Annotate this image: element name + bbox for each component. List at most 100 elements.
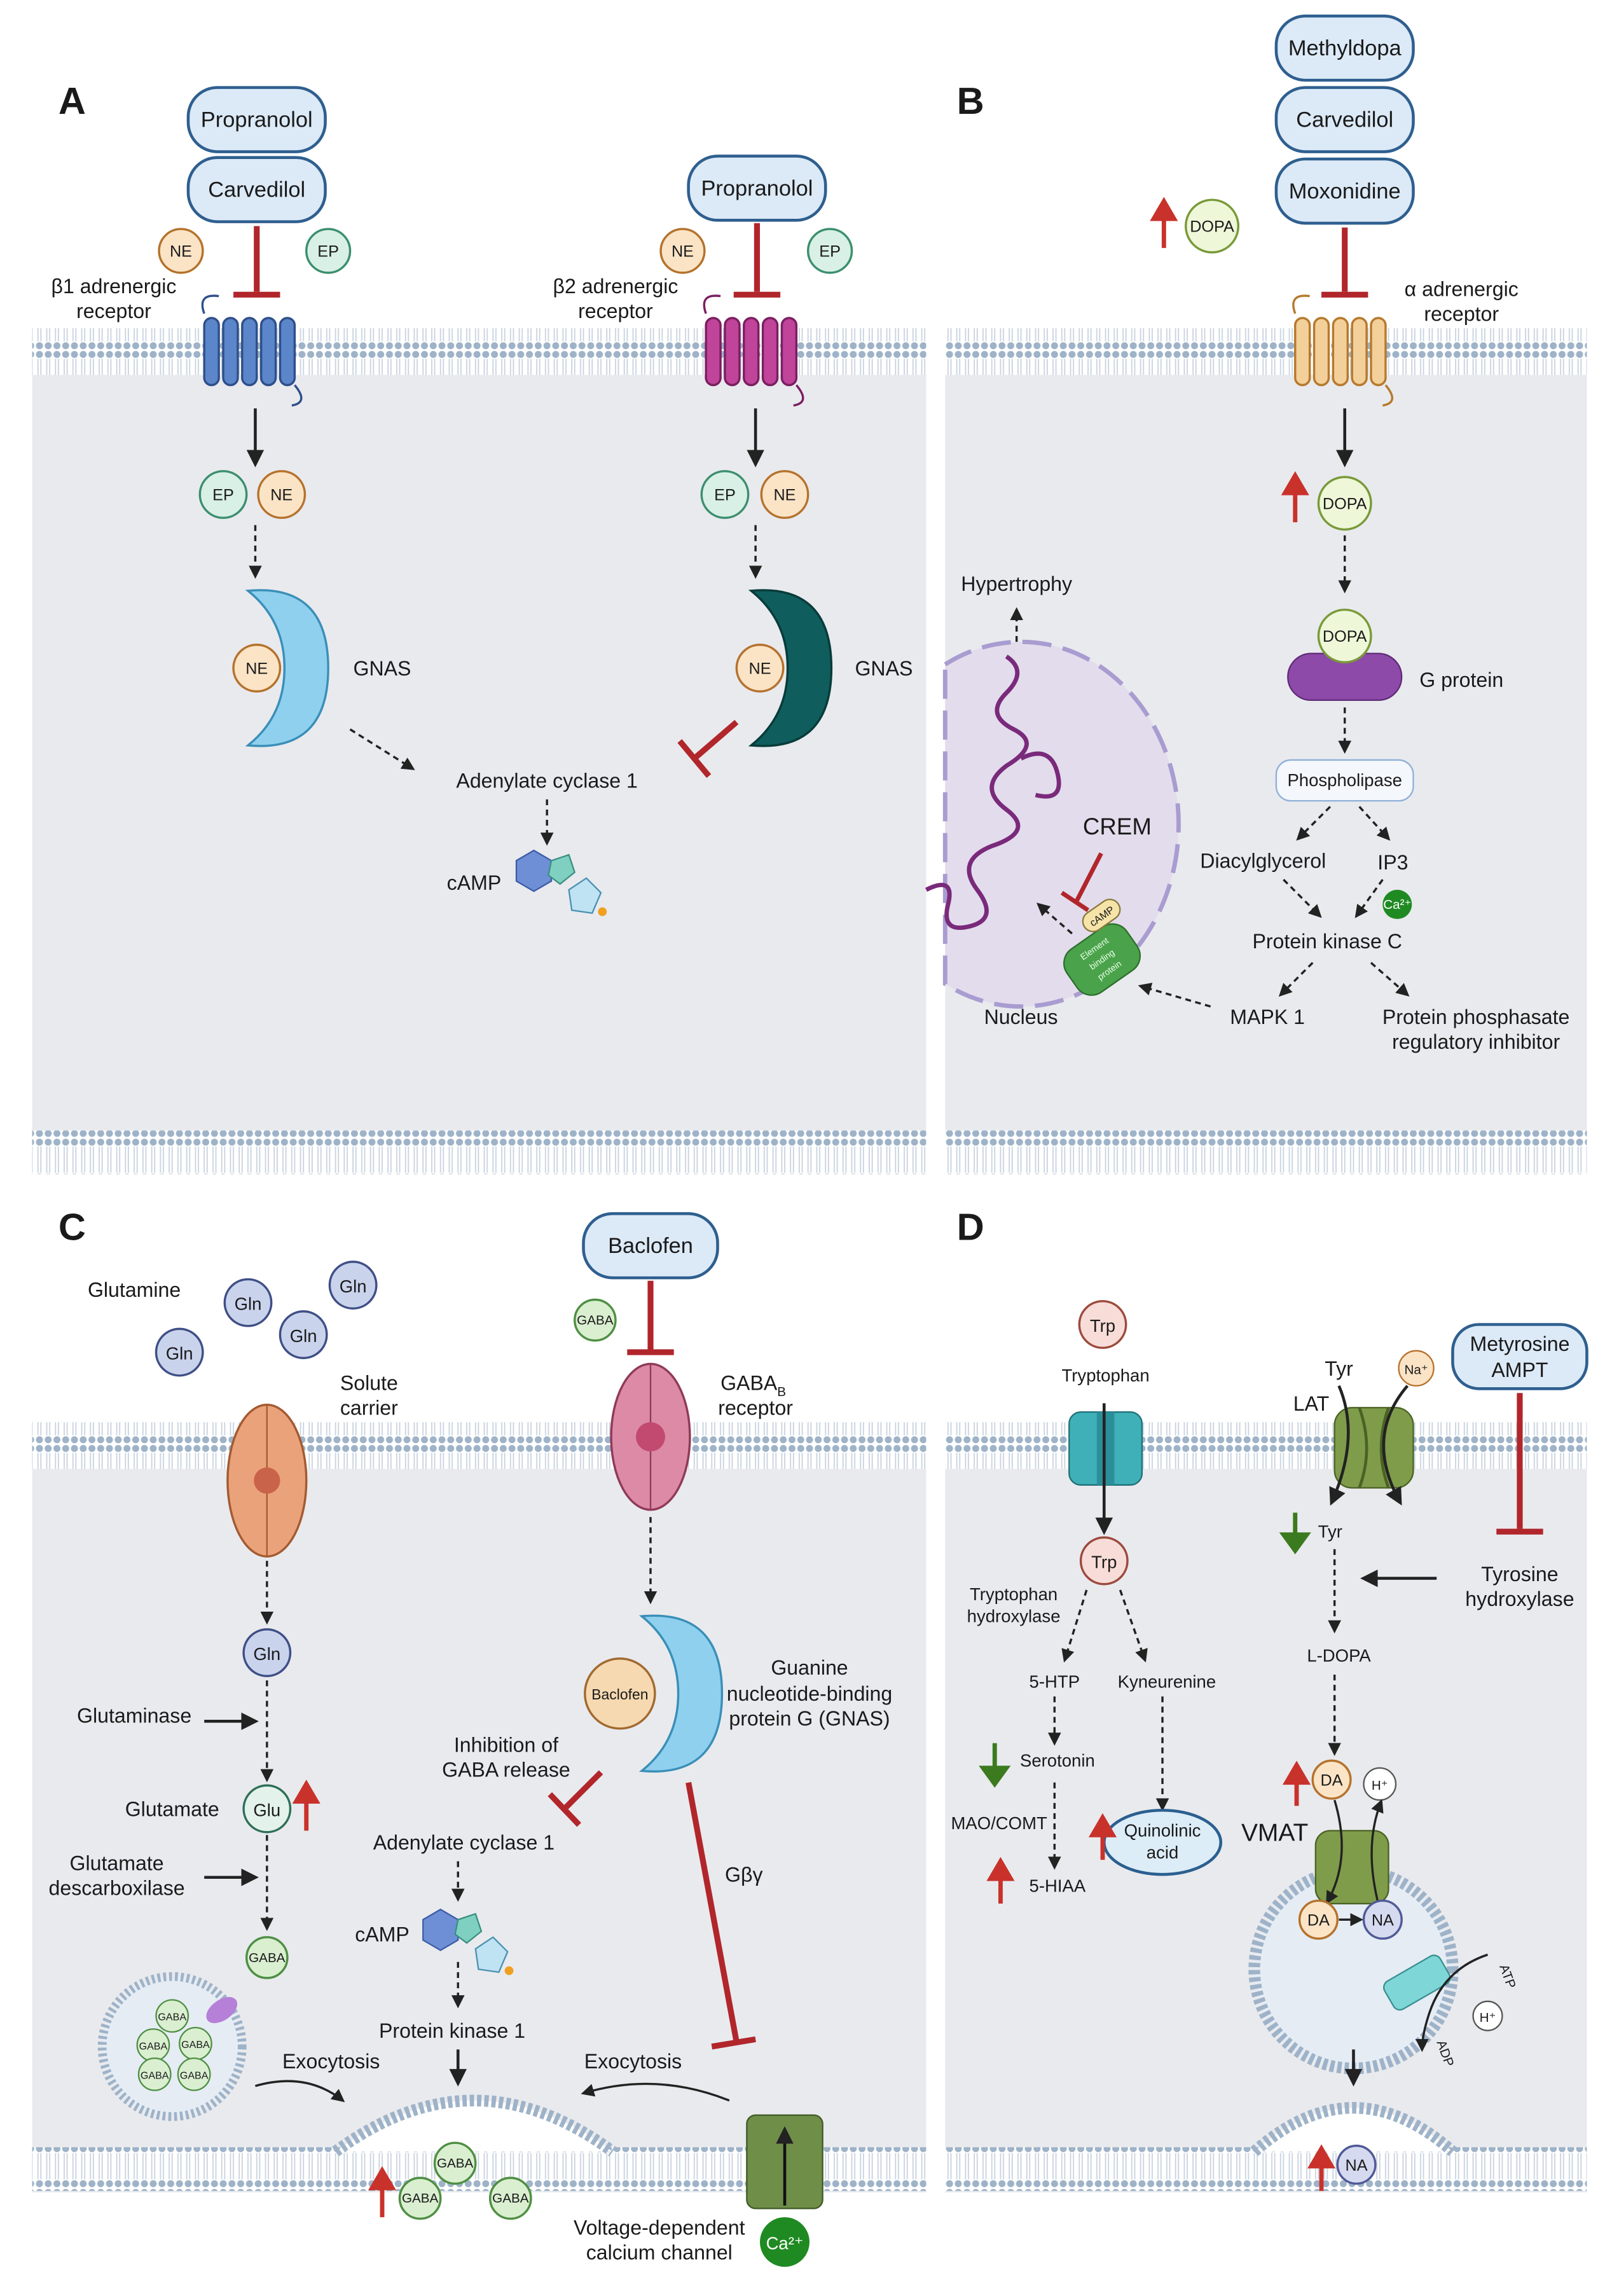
arrow — [1329, 1385, 1350, 1506]
svg-text:NE: NE — [245, 660, 268, 678]
hypertrophy-label: Hypertrophy — [961, 572, 1072, 595]
svg-text:EP: EP — [819, 243, 841, 261]
svg-text:Propranolol: Propranolol — [701, 176, 813, 200]
panel-b-cell — [945, 328, 1587, 1175]
svg-text:Ca²⁺: Ca²⁺ — [766, 2234, 804, 2253]
exocytosis-label-c: Exocytosis — [584, 2050, 682, 2073]
inhibition-bar — [1321, 227, 1368, 298]
arrow — [581, 2082, 730, 2102]
adenylate-cyclase-label: Adenylate cyclase 1 — [456, 770, 637, 792]
gaba-molecule: GABA — [136, 2028, 170, 2062]
na-molecule: NA — [1362, 1899, 1403, 1940]
decrease-arrow-icon — [1279, 1512, 1311, 1554]
svg-text:Gln: Gln — [235, 1294, 262, 1314]
camp-label: cAMP — [447, 871, 502, 894]
arrow — [1382, 1385, 1409, 1506]
panel-letter-d: D — [957, 1205, 984, 1248]
glutamine-label: Glutamine — [88, 1278, 181, 1301]
glutamate-label: Glutamate — [125, 1797, 219, 1820]
gaba-molecule: GABA — [137, 2057, 172, 2091]
inhibition-bar — [233, 226, 280, 298]
arrow — [1415, 1953, 1489, 2052]
panel-a-cell — [32, 328, 927, 1175]
svg-text:GABA: GABA — [577, 1313, 614, 1328]
arrow — [1370, 1799, 1384, 1904]
svg-text:Gln: Gln — [290, 1326, 317, 1346]
panel-d-cell — [945, 1422, 1587, 2193]
drug-moxonidine: Moxonidine — [1274, 157, 1415, 225]
inhibition-bar — [1060, 852, 1103, 913]
ep-molecule: EP — [198, 470, 248, 519]
gln-molecule: Gln — [242, 1628, 292, 1677]
svg-text:GABA: GABA — [249, 1951, 286, 1965]
beta2-receptor-label: β2 adrenergic — [553, 275, 679, 298]
svg-text:Gln: Gln — [166, 1344, 193, 1364]
svg-text:NE: NE — [170, 243, 192, 261]
mapk1-label: MAPK 1 — [1230, 1006, 1305, 1028]
ne-molecule: NE — [659, 228, 706, 274]
sodium-ion: Na⁺ — [1398, 1350, 1435, 1387]
glutaminase-label: Glutaminase — [77, 1705, 191, 1727]
inhibition-bar — [1496, 1393, 1543, 1535]
calcium-channel-icon — [746, 2114, 823, 2210]
svg-text:DOPA: DOPA — [1323, 628, 1367, 646]
vdcc-label: Voltage-dependent — [574, 2216, 745, 2239]
inhibition-bar — [677, 719, 739, 778]
adenylate-cyclase-label-c: Adenylate cyclase 1 — [373, 1831, 555, 1854]
tyrosine-hydroxylase-label: Tyrosine — [1481, 1563, 1558, 1586]
ne-molecule: NE — [760, 470, 810, 519]
svg-text:Methyldopa: Methyldopa — [1288, 36, 1402, 60]
serotonin-label: Serotonin — [1020, 1750, 1095, 1770]
dashed-arrow — [1119, 1589, 1148, 1663]
gbg-label: Gβγ — [725, 1864, 762, 1886]
trp-molecule: Trp — [1078, 1300, 1127, 1349]
ep-molecule: EP — [806, 228, 853, 274]
inhibition-bar — [548, 1770, 603, 1827]
exocytosis-membrane — [332, 2094, 616, 2157]
gaba-molecule: GABA — [179, 2026, 212, 2061]
svg-text:Baclofen: Baclofen — [608, 1234, 693, 1258]
da-molecule: DA — [1311, 1759, 1352, 1800]
svg-text:H⁺: H⁺ — [1372, 1778, 1388, 1793]
svg-text:GABA: GABA — [139, 2040, 168, 2052]
svg-text:NE: NE — [773, 487, 796, 504]
gaba-molecule: GABA — [398, 2176, 442, 2220]
dashed-arrow — [1370, 962, 1410, 997]
panel-letter-b: B — [957, 80, 984, 122]
gln-molecule: Gln — [155, 1327, 204, 1377]
svg-text:Na⁺: Na⁺ — [1404, 1362, 1428, 1377]
svg-text:EP: EP — [714, 487, 736, 504]
gnas-label: GNAS — [855, 657, 913, 680]
protein-kinase-1-label: Protein kinase 1 — [379, 2019, 525, 2042]
gaba-molecule: GABA — [177, 2057, 211, 2091]
crem-label: CREM — [1083, 813, 1152, 840]
gnas-protein-icon — [638, 1614, 724, 1773]
tryptophan-hydroxylase-label: Tryptophan — [970, 1584, 1058, 1604]
gaba-molecule: GABA — [245, 1936, 289, 1979]
gnas-label: GNAS — [354, 657, 411, 680]
drug-propranolol-a1: Propranolol — [186, 86, 327, 153]
proton: H⁺ — [1472, 2000, 1503, 2031]
trp-molecule: Trp — [1079, 1536, 1129, 1586]
gaba-molecule: GABA — [574, 1298, 617, 1342]
increase-arrow-icon — [292, 1780, 320, 1831]
dashed-arrow — [1296, 806, 1332, 841]
ne-molecule: NE — [735, 644, 785, 693]
svg-text:Trp: Trp — [1091, 1553, 1117, 1572]
svg-text:Moxonidine: Moxonidine — [1289, 179, 1401, 204]
inhibition-bar — [627, 1280, 674, 1355]
increase-arrow-icon — [1150, 197, 1178, 248]
calcium-ion: Ca²⁺ — [760, 2217, 810, 2267]
svg-text:GABA: GABA — [402, 2191, 439, 2206]
svg-text:DOPA: DOPA — [1323, 495, 1367, 513]
gln-molecule: Gln — [223, 1278, 273, 1327]
element-binding-protein-icon: Element binding protein cAMP — [1063, 898, 1141, 996]
vdcc-label-2: calcium channel — [586, 2241, 733, 2264]
svg-text:Carvedilol: Carvedilol — [208, 178, 305, 202]
svg-text:Gln: Gln — [253, 1644, 280, 1664]
svg-text:GABA: GABA — [158, 2012, 186, 2023]
inhibition-bar — [733, 223, 781, 298]
gabab-receptor-label-2: receptor — [718, 1397, 793, 1420]
svg-text:Metyrosine: Metyrosine — [1470, 1332, 1569, 1355]
ppri-label-2: regulatory inhibitor — [1392, 1030, 1560, 1053]
